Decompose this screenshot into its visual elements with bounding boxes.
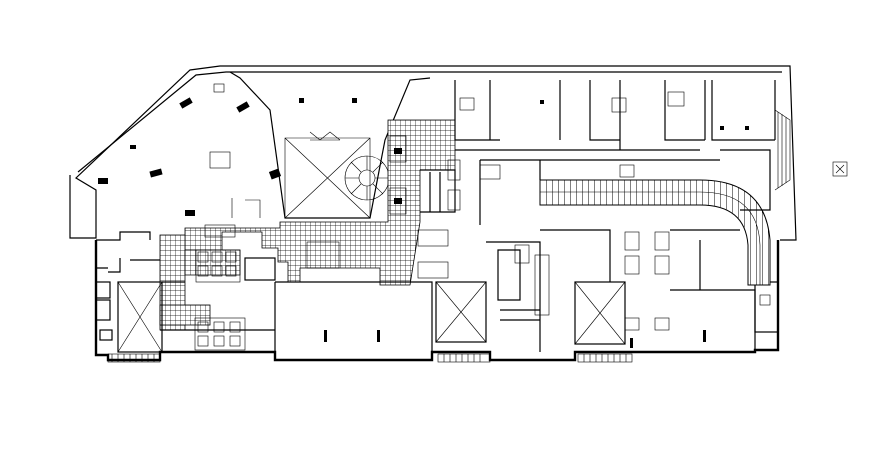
tiled-lobby: [159, 119, 456, 331]
middle-rooms: [275, 159, 550, 363]
left-rooms: [95, 231, 276, 363]
left-hall: [98, 83, 371, 219]
north-marker-icon: [832, 161, 848, 177]
upper-right-rooms: [454, 80, 791, 225]
spiral-stair: [344, 155, 390, 201]
right-rooms: [540, 229, 779, 363]
curved-ramp: [539, 179, 771, 286]
elevator-core-left: [117, 249, 276, 353]
